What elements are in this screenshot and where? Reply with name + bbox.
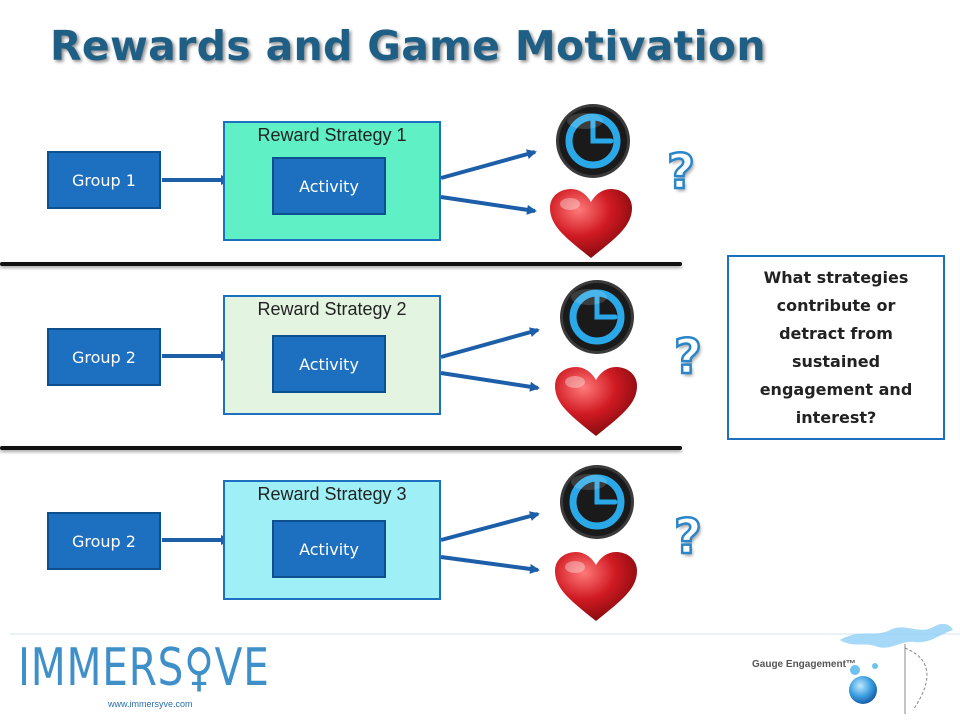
clock-icon <box>556 104 630 178</box>
clock-icon <box>560 280 634 354</box>
arrow-icon <box>440 195 537 215</box>
arrow-icon <box>440 555 540 574</box>
water-splash-icon <box>840 623 953 714</box>
activity-box: Activity <box>272 520 386 578</box>
activity-box: Activity <box>272 335 386 393</box>
footer-url: www.immersyve.com <box>108 699 193 709</box>
heart-icon <box>555 367 637 436</box>
clock-icon <box>560 465 634 539</box>
reward-strategy-label: Reward Strategy 2 <box>257 299 407 319</box>
row-divider <box>0 446 682 450</box>
gauge-engagement-label: Gauge Engagement™ <box>752 659 856 670</box>
heart-icon <box>555 552 637 621</box>
page-title: Rewards and Game Motivation <box>50 22 766 70</box>
reward-strategy-box: Reward Strategy 1 Activity <box>223 121 441 241</box>
arrow-icon <box>440 511 540 542</box>
reward-strategy-label: Reward Strategy 1 <box>257 125 407 145</box>
footer-rule <box>10 633 960 635</box>
question-mark-icon: ? <box>673 508 703 567</box>
row-divider <box>0 262 682 266</box>
arrow-icon <box>440 371 540 392</box>
reward-strategy-label: Reward Strategy 3 <box>257 484 407 504</box>
group-box: Group 2 <box>47 328 161 386</box>
activity-box: Activity <box>272 157 386 215</box>
reward-strategy-box: Reward Strategy 2 Activity <box>223 295 441 415</box>
group-box: Group 1 <box>47 151 161 209</box>
question-text: What strategies contribute or detract fr… <box>759 267 913 427</box>
reward-strategy-box: Reward Strategy 3 Activity <box>223 480 441 600</box>
question-mark-icon: ? <box>673 328 703 387</box>
group-box: Group 2 <box>47 512 161 570</box>
question-box: What strategies contribute or detract fr… <box>727 255 945 440</box>
immersyve-logo: IMMERS♀VE <box>18 638 270 698</box>
arrow-icon <box>440 149 537 180</box>
question-mark-icon: ? <box>666 143 696 202</box>
heart-icon <box>550 189 632 258</box>
arrow-icon <box>440 327 540 359</box>
